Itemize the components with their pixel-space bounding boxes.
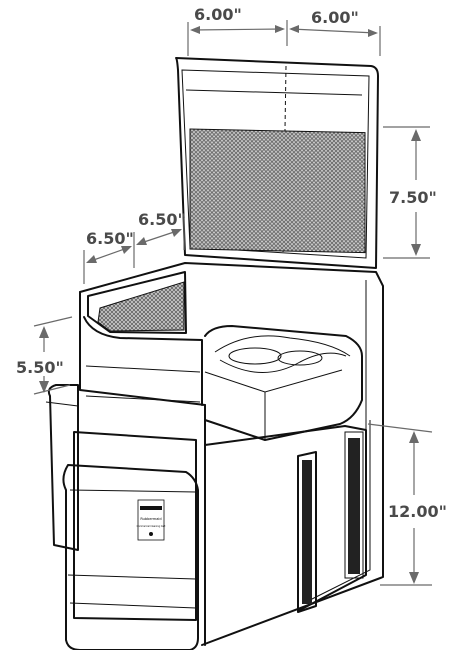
- dimension-lower-compartment-height: [367, 423, 433, 586]
- dimension-front-pocket-height: [33, 316, 73, 395]
- lower-cabinet: [204, 425, 367, 613]
- dim-front-pocket-depth-b: 6.50": [138, 210, 186, 229]
- dimension-back-pocket-height: [383, 126, 430, 259]
- dim-front-pocket-height: 5.50": [16, 358, 64, 377]
- dim-back-pocket-height: 7.50": [389, 188, 437, 207]
- model-label: Commercial Cleaning Cart: [137, 525, 166, 528]
- front-ledge: [83, 316, 203, 406]
- brand-label: Rubbermaid: [140, 517, 161, 521]
- back-pocket-mesh: [189, 128, 366, 254]
- dim-lower-compartment-height: 12.00": [388, 502, 447, 521]
- dim-front-pocket-depth-a: 6.50": [86, 229, 134, 248]
- dim-top-left-width: 6.00": [194, 5, 242, 24]
- cabinet-slot-right: [348, 438, 360, 574]
- front-pocket: [87, 271, 187, 334]
- front-unit: [62, 431, 199, 650]
- cabinet-slot-left: [302, 460, 312, 604]
- product-label: Rubbermaid Commercial Cleaning Cart: [137, 499, 166, 541]
- dim-top-right-width: 6.00": [311, 8, 359, 27]
- dimension-top-width: [187, 20, 381, 56]
- dimension-front-pocket-depth: [83, 218, 185, 284]
- front-pocket-mesh: [97, 281, 185, 332]
- top-caddy: [204, 325, 363, 441]
- side-bin: [45, 384, 79, 551]
